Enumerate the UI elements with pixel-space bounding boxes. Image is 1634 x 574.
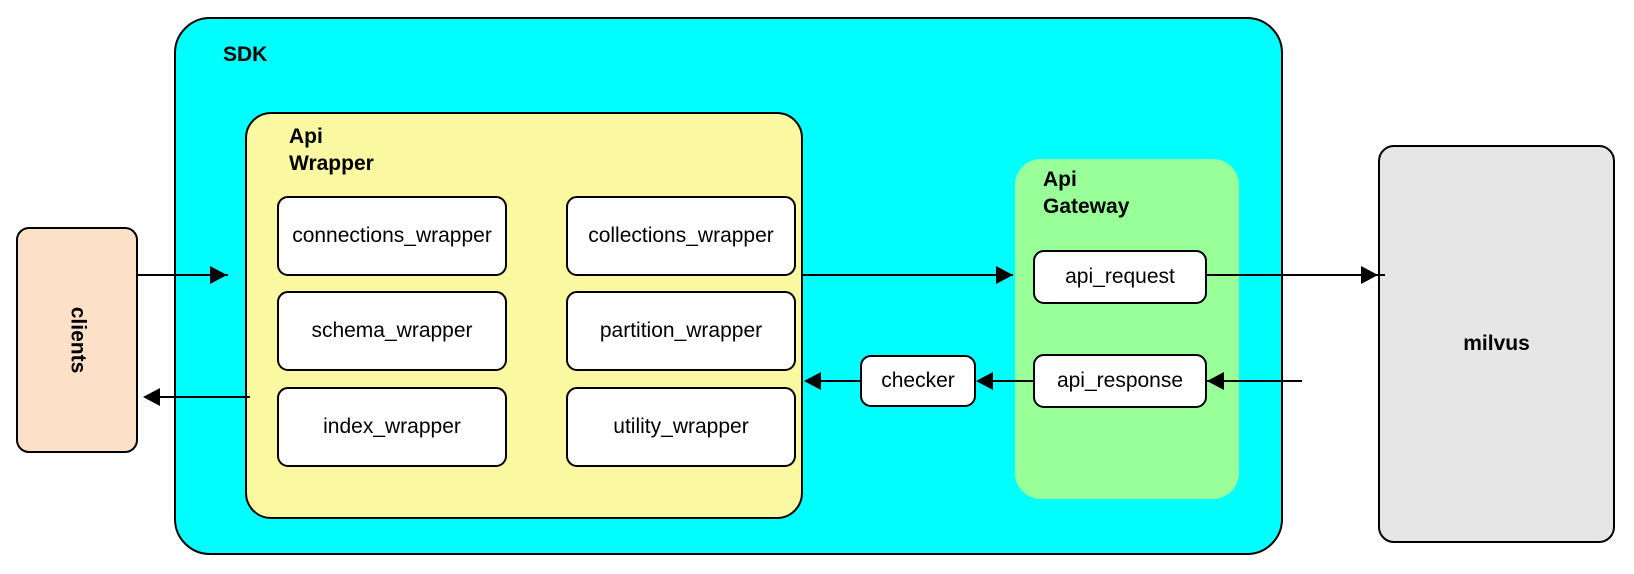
module-collections-wrapper[interactable]: collections_wrapper [566, 196, 796, 276]
edge-api-response-to-checker-line [993, 380, 1033, 382]
module-label: connections_wrapper [292, 224, 492, 247]
module-label: schema_wrapper [311, 319, 473, 342]
clients-node[interactable]: clients [16, 227, 138, 453]
module-partition-wrapper[interactable]: partition_wrapper [566, 291, 796, 371]
edge-clients-to-sdk-arrowhead-icon [210, 266, 227, 284]
api-wrapper-title: Api Wrapper [289, 125, 374, 175]
module-label: collections_wrapper [588, 224, 774, 247]
api-response-label: api_response [1056, 369, 1184, 392]
module-label: partition_wrapper [599, 319, 763, 342]
milvus-label: milvus [1463, 332, 1530, 355]
edge-clients-to-sdk-line [138, 274, 228, 276]
module-index-wrapper[interactable]: index_wrapper [277, 387, 507, 467]
module-label: utility_wrapper [613, 415, 749, 438]
edge-milvus-to-api-response-line [1207, 380, 1302, 382]
edge-checker-to-api-wrapper-line [821, 380, 860, 382]
edge-api-wrapper-to-api-gateway-arrowhead-icon [996, 266, 1013, 284]
module-connections-wrapper[interactable]: connections_wrapper [277, 196, 507, 276]
api-response-node[interactable]: api_response [1033, 354, 1207, 408]
api-gateway-title: Api Gateway [1043, 168, 1130, 218]
edge-api-request-to-milvus-arrowhead-icon [1361, 266, 1378, 284]
edge-api-wrapper-to-api-gateway-line [801, 274, 1013, 276]
edge-checker-to-api-wrapper-arrowhead-icon [804, 372, 821, 390]
api-request-node[interactable]: api_request [1033, 250, 1207, 304]
api-request-label: api_request [1065, 265, 1175, 288]
checker-node[interactable]: checker [860, 355, 976, 407]
edge-sdk-to-clients-arrowhead-icon [143, 388, 160, 406]
module-label: index_wrapper [323, 415, 461, 438]
module-schema-wrapper[interactable]: schema_wrapper [277, 291, 507, 371]
module-utility-wrapper[interactable]: utility_wrapper [566, 387, 796, 467]
edge-api-response-to-checker-arrowhead-icon [976, 372, 993, 390]
sdk-title: SDK [223, 43, 268, 66]
checker-label: checker [881, 369, 955, 392]
edge-api-request-to-milvus-line [1207, 274, 1385, 276]
edge-sdk-to-clients-line [160, 396, 250, 398]
api-gateway-container[interactable]: Api Gateway [1015, 159, 1239, 499]
edge-milvus-to-api-response-arrowhead-icon [1207, 372, 1224, 390]
milvus-node[interactable]: milvus [1378, 145, 1615, 543]
clients-label: clients [66, 306, 89, 374]
